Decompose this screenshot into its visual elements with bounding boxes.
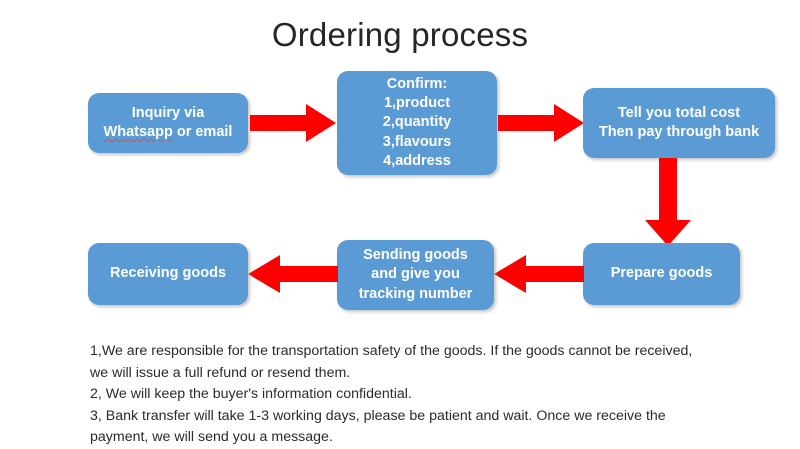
node-line: 2,quantity xyxy=(382,114,452,131)
node-line: Prepare goods xyxy=(610,265,713,282)
node-line: 1,product xyxy=(383,95,451,112)
note-item-2: 2, We will keep the buyer's information … xyxy=(90,386,412,403)
arrow-prepare-to-sending xyxy=(494,255,584,293)
process-node-sending-goods[interactable]: Sending goods and give you tracking numb… xyxy=(337,240,494,310)
node-line: Whatsapp or email xyxy=(94,123,242,142)
misspelled-word: Whatsapp xyxy=(103,124,173,140)
process-node-inquiry[interactable]: Inquiry via Whatsapp or email xyxy=(88,93,248,153)
terms-notes: 1,We are responsible for the transportat… xyxy=(90,341,790,449)
note-item-1-line-1: 1,We are responsible for the transportat… xyxy=(90,343,693,359)
arrow-sending-to-receiving xyxy=(248,255,338,293)
node-text-sending-goods: Sending goods and give you tracking numb… xyxy=(343,246,488,303)
process-node-confirm[interactable]: Confirm: 1,product 2,quantity 3,flavours… xyxy=(337,71,497,175)
node-line: and give you xyxy=(371,266,460,283)
node-line: Inquiry via xyxy=(131,104,205,121)
node-line: 4,address xyxy=(383,152,451,169)
note-item-3-line-1: 3, Bank transfer will take 1-3 working d… xyxy=(90,407,666,424)
node-line-rest: or email xyxy=(172,124,233,140)
process-node-prepare-goods[interactable]: Prepare goods xyxy=(583,243,740,305)
node-text-prepare-goods: Prepare goods xyxy=(589,264,734,283)
page-title: Ordering process xyxy=(271,16,529,53)
node-text-total-cost: Tell you total cost Then pay through ban… xyxy=(589,104,769,142)
node-text-inquiry: Inquiry via Whatsapp or email xyxy=(94,104,242,142)
process-node-total-cost[interactable]: Tell you total cost Then pay through ban… xyxy=(583,88,775,158)
node-line: Then pay through bank xyxy=(598,124,760,140)
arrow-confirm-to-total-cost xyxy=(498,104,584,142)
note-item-3-line-2: payment, we will send you a message. xyxy=(90,429,333,446)
node-text-confirm: Confirm: 1,product 2,quantity 3,flavours… xyxy=(343,75,491,171)
process-node-receiving-goods[interactable]: Receiving goods xyxy=(88,243,248,305)
node-line: Tell you total cost xyxy=(617,104,741,121)
node-line: Receiving goods xyxy=(109,265,227,282)
node-line: 3,flavours xyxy=(382,133,452,150)
arrow-total-cost-to-prepare xyxy=(645,158,691,246)
arrow-inquiry-to-confirm xyxy=(250,104,336,142)
node-line: Sending goods xyxy=(363,247,468,264)
note-item-1-line-2: we will issue a full refund or resend th… xyxy=(90,364,351,381)
node-line: tracking number xyxy=(358,285,473,302)
node-line: Confirm: xyxy=(386,76,448,93)
node-text-receiving-goods: Receiving goods xyxy=(94,264,242,283)
